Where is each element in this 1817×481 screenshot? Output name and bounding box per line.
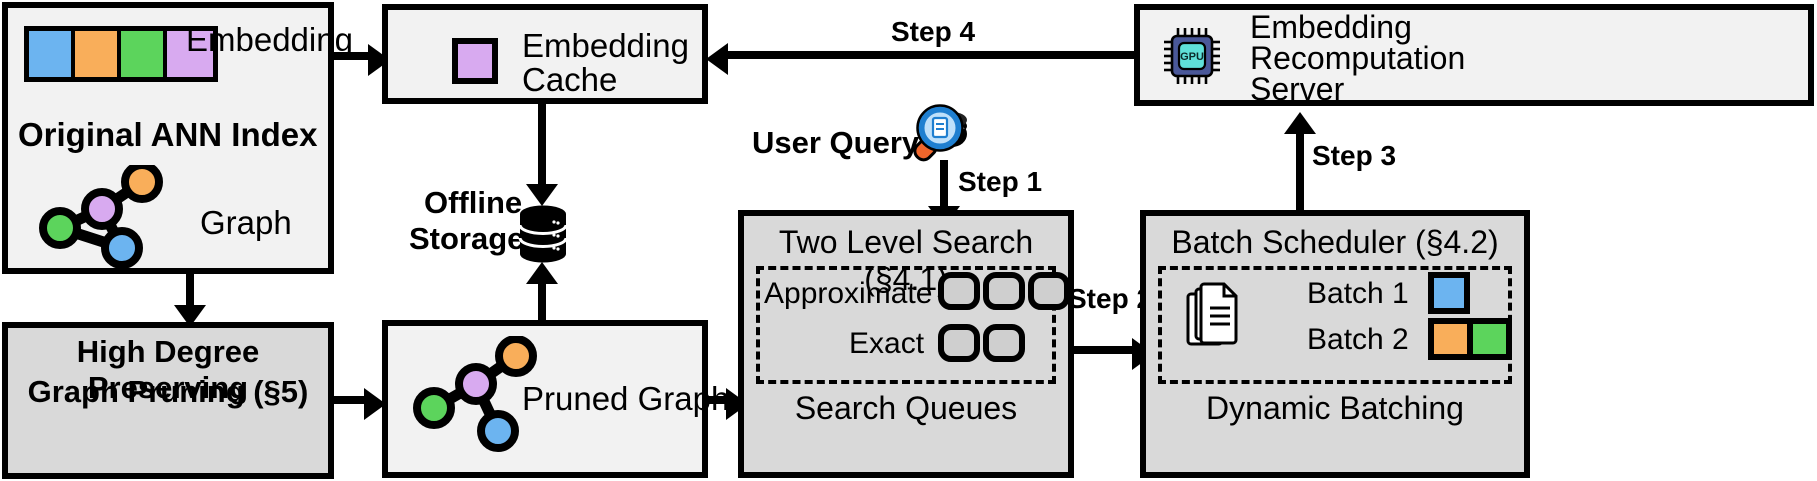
batch-2-item-0	[1428, 318, 1470, 360]
batch-scheduler-title: Batch Scheduler (§4.2)	[1171, 224, 1499, 260]
batch-1-item-0	[1428, 272, 1470, 314]
gpu-chip-icon: GPU	[1164, 28, 1220, 84]
exact-queue-slot-0	[938, 324, 980, 362]
batch-label-1: Batch 1	[1307, 277, 1409, 310]
arrow-index-to-cache-line	[334, 52, 374, 60]
node-graph-pruning	[2, 322, 334, 479]
search-row-label-exact: Exact	[849, 327, 925, 360]
offline-storage-label-line2: Storage	[409, 221, 525, 256]
magnifier-database-icon	[913, 104, 967, 162]
exact-queue-slot-1	[983, 324, 1025, 362]
pruned-graph-glyph	[413, 336, 537, 452]
search-row-label-approximate: Approximate	[764, 277, 933, 310]
embedding-cell-2	[121, 31, 167, 77]
embedding-cell-0	[29, 31, 75, 77]
arrow-step4-head	[706, 43, 728, 75]
step3-label: Step 3	[1312, 140, 1397, 171]
step4-label: Step 4	[891, 16, 976, 47]
arrow-pruned-to-storage-head	[526, 262, 558, 284]
embedding-cell-3	[167, 31, 213, 77]
arrow-step2-line	[1074, 346, 1142, 354]
arrow-pruned-to-storage-line	[538, 278, 546, 330]
node-embedding-recomputation-server	[1134, 4, 1814, 106]
arrow-index-to-pruning-line	[186, 274, 194, 310]
gpu-chip-icon-text: GPU	[1180, 51, 1204, 63]
embedding-label: Embedding	[186, 21, 353, 58]
search-queues-footer: Search Queues	[794, 390, 1018, 426]
embedding-cache-chip	[452, 38, 498, 84]
arrow-step3-head	[1284, 112, 1316, 134]
original-ann-index-title: Original ANN Index	[18, 116, 318, 153]
arrow-step1-line	[940, 160, 948, 212]
search-queues-panel	[756, 266, 1056, 384]
approximate-queue-slot-1	[983, 272, 1025, 310]
documents-stack-icon	[1186, 282, 1238, 346]
arrow-index-to-pruning-head	[174, 305, 206, 327]
arrow-step3-line	[1296, 128, 1304, 212]
embedding-cache-title-line2: Cache	[522, 61, 618, 98]
approximate-queue-slot-0	[938, 272, 980, 310]
dynamic-batching-footer: Dynamic Batching	[1206, 390, 1464, 426]
embedding-cell-1	[75, 31, 121, 77]
recomputation-server-line2: Recomputation	[1250, 40, 1466, 76]
node-embedding-cache	[382, 4, 708, 104]
arrow-cache-to-storage-head	[526, 184, 558, 206]
arrow-step4-line	[724, 51, 1136, 59]
arrow-pruning-to-pruned-line	[334, 396, 370, 404]
ann-graph-glyph	[39, 165, 163, 269]
embedding-vector-strip	[24, 26, 218, 82]
batch-2-item-1	[1470, 318, 1512, 360]
graph-pruning-title-line1: High Degree Preserving	[76, 334, 260, 405]
approximate-queue-slot-2	[1028, 272, 1070, 310]
user-query-label: User Query	[752, 125, 920, 160]
arrow-pruned-to-search-line	[708, 396, 734, 404]
graph-label: Graph	[200, 204, 292, 241]
embedding-cache-title-line1: Embedding	[522, 27, 689, 64]
recomputation-server-line1: Embedding	[1250, 9, 1412, 45]
offline-storage-label-line1: Offline	[424, 185, 523, 220]
recomputation-server-line3: Server	[1250, 71, 1345, 107]
arrow-cache-to-storage-line	[538, 104, 546, 190]
database-cylinder-icon	[518, 205, 568, 263]
arrow-pruning-to-pruned-head	[364, 388, 386, 420]
pruned-graph-label: Pruned Graph	[522, 380, 730, 417]
batch-label-2: Batch 2	[1307, 323, 1409, 356]
step1-label: Step 1	[958, 166, 1043, 197]
graph-pruning-title-line2: Graph Pruning (§5)	[27, 374, 309, 409]
